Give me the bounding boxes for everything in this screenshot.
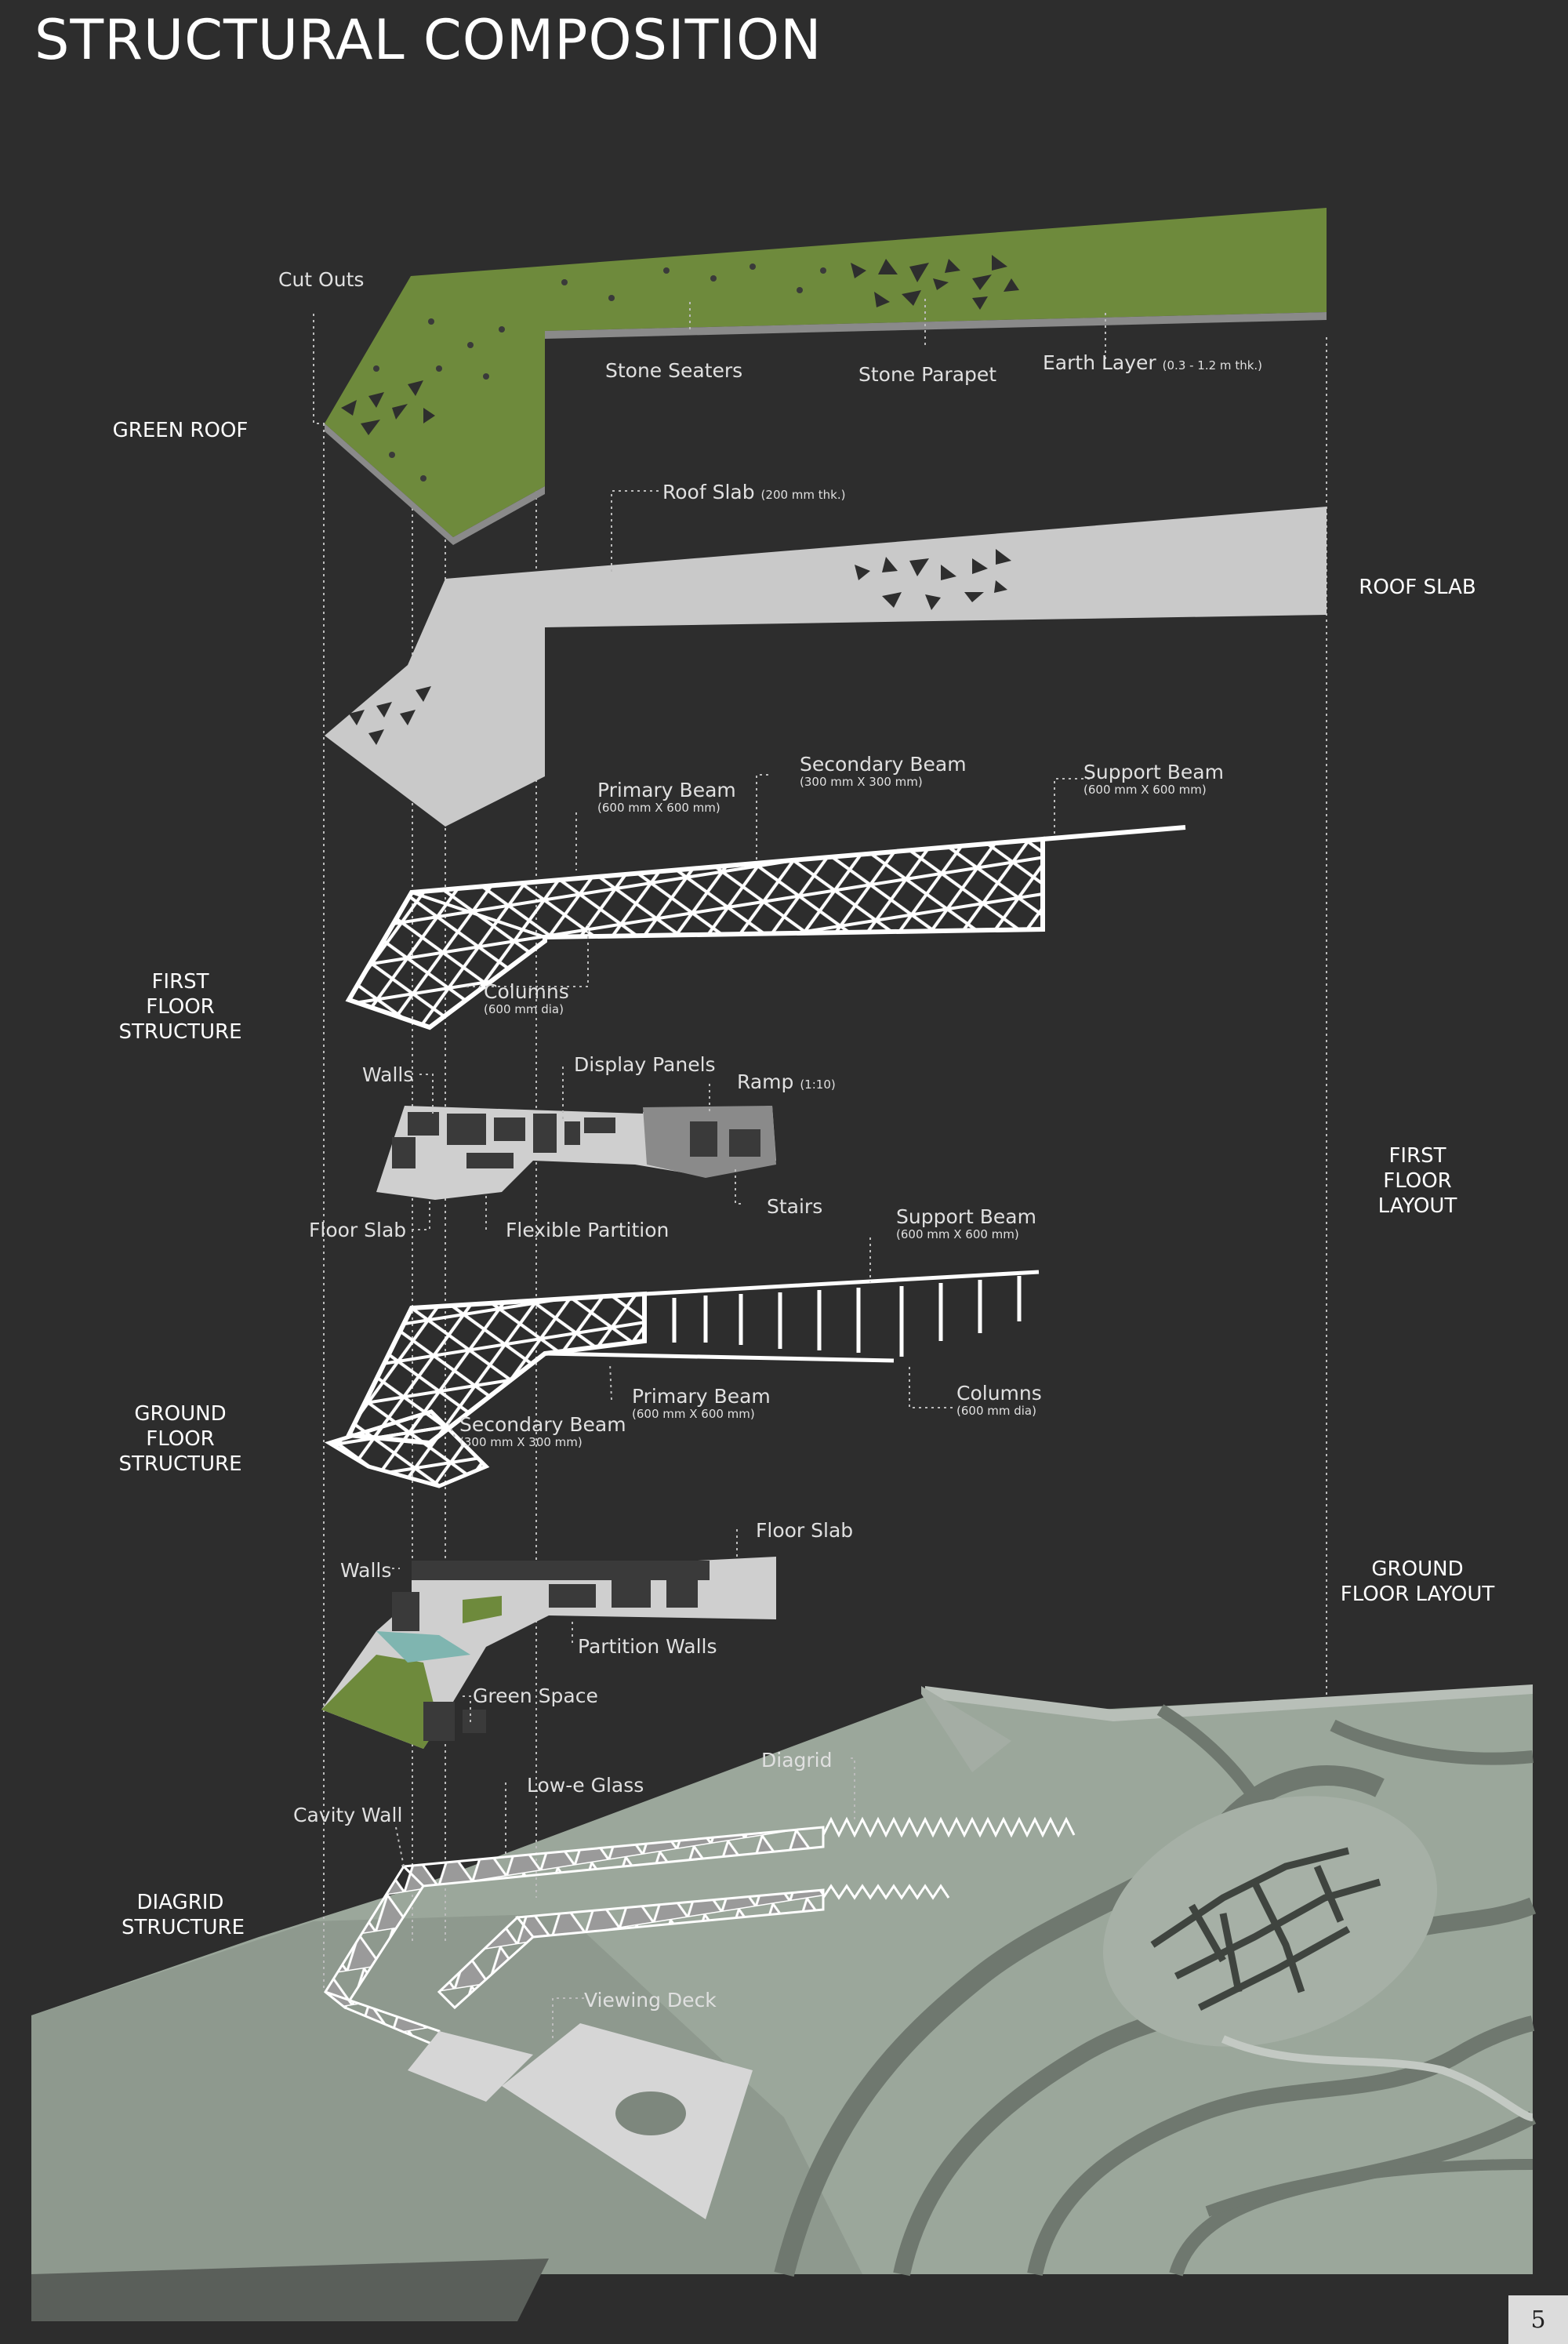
page-title: STRUCTURAL COMPOSITION bbox=[34, 8, 822, 72]
label-gf-columns-note: (600 mm dia) bbox=[956, 1404, 1036, 1418]
section-first-floor-structure: FIRST FLOOR STRUCTURE bbox=[118, 970, 242, 1044]
label-gf-primary-beam: Primary Beam bbox=[632, 1385, 771, 1408]
label-ff-columns-note: (600 mm dia) bbox=[484, 1002, 564, 1016]
label-ffl-ramp-note: (1:10) bbox=[800, 1078, 836, 1092]
label-gf-support-beam: Support Beam bbox=[896, 1205, 1036, 1228]
ground-floor-structure-layer bbox=[324, 1270, 1040, 1488]
label-roof-slab-note: (200 mm thk.) bbox=[760, 488, 846, 502]
first-floor-layout-layer bbox=[376, 1106, 776, 1200]
label-dg-low-e-glass: Low-e Glass bbox=[527, 1774, 644, 1797]
label-stone-seaters: Stone Seaters bbox=[605, 359, 743, 382]
leader-lines bbox=[313, 298, 1106, 2039]
first-floor-structure-layer bbox=[345, 825, 1186, 1030]
label-gfl-floor-slab: Floor Slab bbox=[756, 1519, 854, 1542]
label-ff-secondary-beam: Secondary Beam bbox=[800, 753, 967, 776]
label-gfl-walls: Walls bbox=[340, 1559, 392, 1582]
label-ff-primary-beam: Primary Beam bbox=[597, 779, 736, 801]
roof-slab-layer bbox=[325, 507, 1327, 827]
label-roof-slab-text: Roof Slab bbox=[662, 481, 755, 503]
label-gf-secondary-beam-note: (300 mm X 300 mm) bbox=[459, 1435, 583, 1449]
label-ffl-display-panels: Display Panels bbox=[574, 1053, 716, 1076]
section-ground-floor-structure: GROUND FLOOR STRUCTURE bbox=[118, 1402, 242, 1476]
section-roof-slab: ROOF SLAB bbox=[1359, 576, 1476, 599]
ground-floor-layout-layer bbox=[321, 1557, 776, 1749]
label-ffl-walls: Walls bbox=[362, 1063, 414, 1086]
label-ff-secondary-beam-note: (300 mm X 300 mm) bbox=[800, 775, 923, 789]
label-dg-viewing-deck: Viewing Deck bbox=[584, 1989, 717, 2011]
label-ff-support-beam-note: (600 mm X 600 mm) bbox=[1083, 783, 1207, 797]
diagrid-structure-layer bbox=[324, 1816, 1076, 2102]
label-gf-columns: Columns bbox=[956, 1382, 1042, 1405]
label-stone-parapet: Stone Parapet bbox=[858, 363, 997, 386]
section-first-floor-layout: FIRST FLOOR LAYOUT bbox=[1377, 1144, 1457, 1218]
label-ff-primary-beam-note: (600 mm X 600 mm) bbox=[597, 801, 720, 815]
label-gfl-partition-walls: Partition Walls bbox=[578, 1635, 717, 1658]
label-ffl-floor-slab: Floor Slab bbox=[309, 1219, 407, 1241]
label-earth-layer-note: (0.3 - 1.2 m thk.) bbox=[1162, 358, 1263, 372]
label-earth-layer: Earth Layer (0.3 - 1.2 m thk.) bbox=[1043, 351, 1262, 374]
label-ffl-ramp: Ramp (1:10) bbox=[737, 1070, 836, 1093]
green-roof-layer bbox=[325, 208, 1327, 545]
section-diagrid-structure: DIAGRID STRUCTURE bbox=[122, 1891, 245, 1939]
page-number: 5 bbox=[1508, 2295, 1568, 2344]
label-cut-outs: Cut Outs bbox=[278, 268, 365, 291]
label-gf-secondary-beam: Secondary Beam bbox=[459, 1413, 626, 1436]
section-green-roof: GREEN ROOF bbox=[112, 419, 249, 442]
label-ffl-ramp-text: Ramp bbox=[737, 1070, 794, 1093]
section-ground-floor-layout: GROUND FLOOR LAYOUT bbox=[1340, 1557, 1495, 1606]
site-terrain-model bbox=[31, 1684, 1537, 2321]
label-ff-columns: Columns bbox=[484, 980, 569, 1003]
label-gf-support-beam-note: (600 mm X 600 mm) bbox=[896, 1227, 1019, 1241]
label-dg-diagrid: Diagrid bbox=[761, 1749, 833, 1772]
label-ffl-stairs: Stairs bbox=[767, 1195, 823, 1218]
label-gfl-green-space: Green Space bbox=[473, 1684, 598, 1707]
label-gf-primary-beam-note: (600 mm X 600 mm) bbox=[632, 1407, 755, 1421]
label-earth-layer-text: Earth Layer bbox=[1043, 351, 1156, 374]
label-dg-cavity-wall: Cavity Wall bbox=[293, 1804, 403, 1826]
label-ffl-flexible-partition: Flexible Partition bbox=[506, 1219, 670, 1241]
label-ff-support-beam: Support Beam bbox=[1083, 761, 1224, 783]
label-roof-slab: Roof Slab (200 mm thk.) bbox=[662, 481, 845, 503]
